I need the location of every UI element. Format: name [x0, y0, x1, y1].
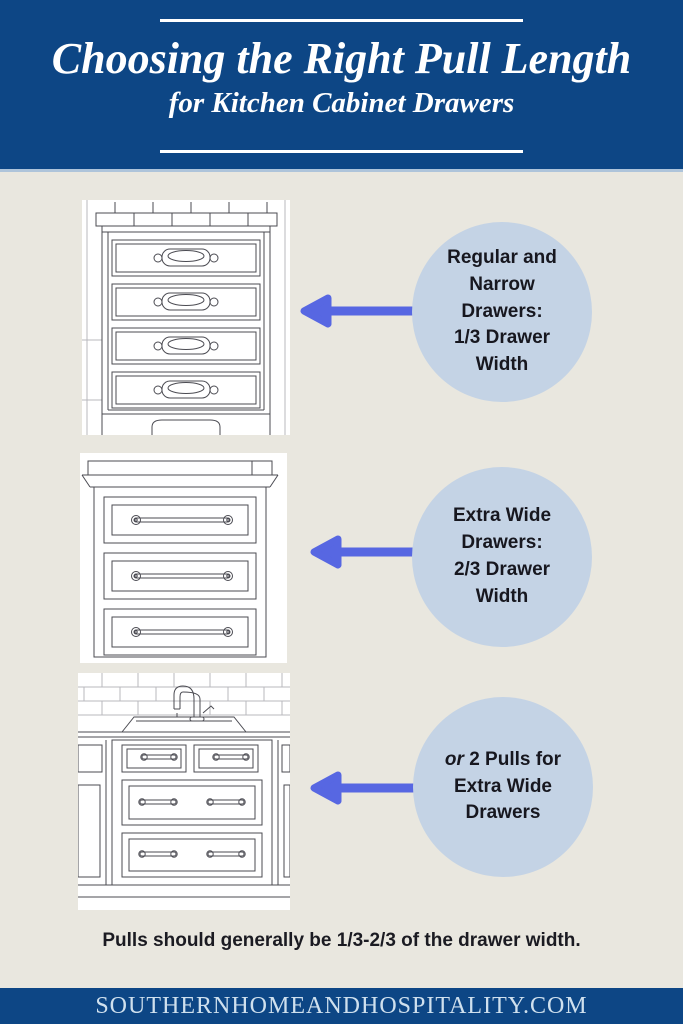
callout-extra-wide-drawers: Extra Wide Drawers: 2/3 Drawer Width: [412, 467, 592, 647]
cabinet-illustration-double-pulls: [78, 673, 290, 910]
callout-text: Extra Wide Drawers: 2/3 Drawer Width: [452, 505, 552, 607]
summary-note: Pulls should generally be 1/3-2/3 of the…: [102, 930, 581, 951]
website-url: SOUTHERNHOMEANDHOSPITALITY.COM: [95, 992, 588, 1019]
header-top-rule: [160, 19, 523, 22]
cabinet-illustration-cup-pulls: [82, 200, 290, 435]
callout-regular-narrow-drawers: Regular and Narrow Drawers: 1/3 Drawer W…: [412, 222, 592, 402]
callout-two-pulls: or 2 Pulls for Extra Wide Drawers: [413, 697, 593, 877]
three-wide-drawer-cabinet-drawing: [81, 460, 279, 658]
callout-italic-or: or: [444, 748, 464, 770]
sink-base-cabinet-drawing: [78, 673, 290, 898]
cabinet-illustration-long-bar-pulls: [80, 453, 287, 663]
callout-text: Regular and Narrow Drawers: 1/3 Drawer W…: [447, 246, 557, 376]
header-bottom-rule: [160, 150, 523, 153]
header-banner: Choosing the Right Pull Length for Kitch…: [0, 0, 683, 172]
page-title: Choosing the Right Pull Length: [51, 33, 632, 83]
footer-bar: SOUTHERNHOMEANDHOSPITALITY.COM: [0, 988, 683, 1024]
four-drawer-cabinet-drawing: [82, 200, 286, 435]
callout-text: or 2 Pulls for Extra Wide Drawers: [444, 748, 562, 824]
page-subtitle: for Kitchen Cabinet Drawers: [168, 87, 515, 120]
left-arrow-icon: [296, 293, 432, 329]
